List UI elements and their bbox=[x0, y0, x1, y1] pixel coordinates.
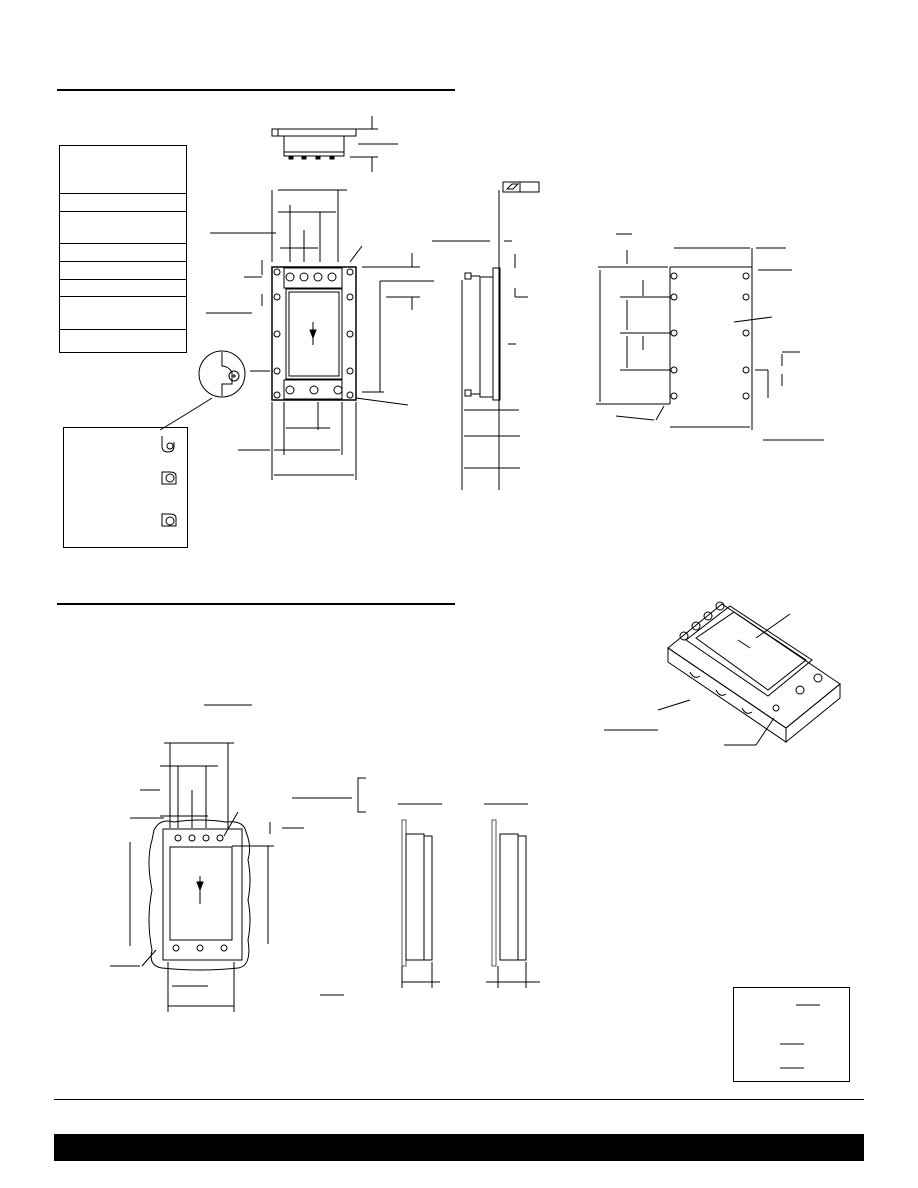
table-row bbox=[60, 262, 186, 280]
footer-rule bbox=[54, 1099, 864, 1100]
table-row bbox=[60, 297, 186, 330]
isometric-module bbox=[604, 601, 841, 746]
side-view-top bbox=[271, 116, 398, 172]
plan-view bbox=[206, 189, 434, 480]
notes-box bbox=[733, 987, 850, 1082]
table-row bbox=[60, 244, 186, 262]
detail-circle bbox=[159, 350, 246, 431]
side-elevation bbox=[432, 181, 540, 490]
slot-legend bbox=[63, 427, 188, 548]
parts-table bbox=[59, 145, 187, 353]
flange-mount-plan bbox=[110, 704, 366, 1012]
table-row bbox=[60, 280, 186, 297]
table-row bbox=[60, 146, 186, 194]
footer-bar bbox=[54, 1134, 864, 1161]
notes-lines bbox=[780, 1004, 820, 1069]
hole-pattern bbox=[596, 233, 824, 441]
table-row bbox=[60, 194, 186, 212]
section-rule-mounting bbox=[57, 603, 455, 605]
section-rule-outline bbox=[57, 89, 455, 91]
table-row bbox=[60, 212, 186, 244]
slot-legend-icons bbox=[161, 436, 177, 527]
flange-side-views bbox=[398, 803, 540, 988]
